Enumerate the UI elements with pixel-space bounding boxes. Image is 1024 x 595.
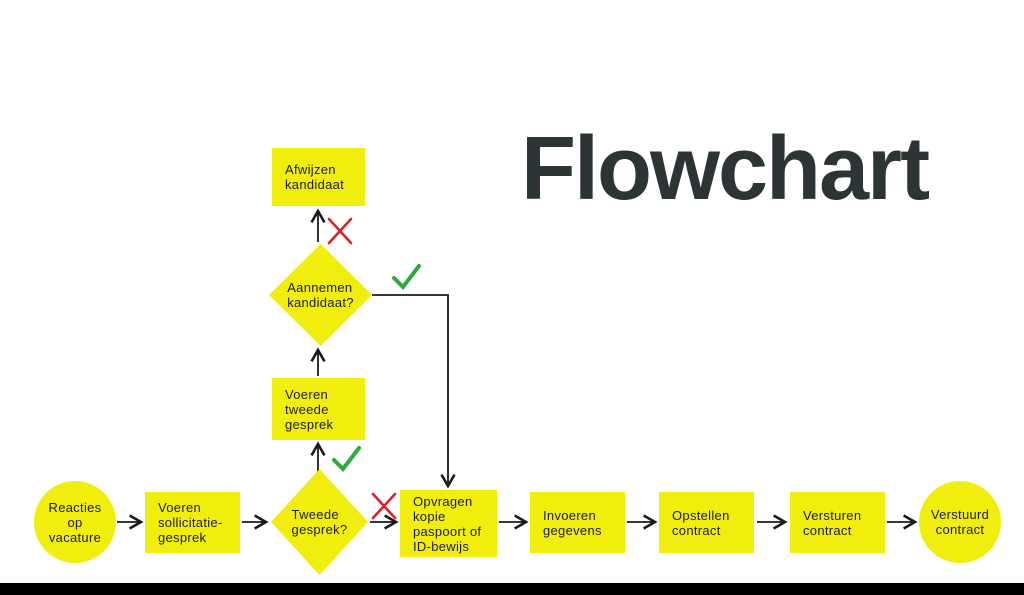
node-opstellen-contract: Opstellen contract <box>659 492 754 553</box>
cross-icon <box>371 492 397 520</box>
cross-icon <box>327 217 353 245</box>
node-voeren-tweede-gesprek: Voeren tweede gesprek <box>272 378 365 440</box>
node-label: Opstellen contract <box>672 507 730 538</box>
check-icon <box>392 264 421 291</box>
node-invoeren-gegevens: Invoeren gegevens <box>530 492 625 553</box>
node-label: Voeren sollicitatie- gesprek <box>158 500 223 545</box>
node-label: Opvragen kopie paspoort of ID-bewijs <box>413 493 482 554</box>
footer-bar <box>0 583 1024 595</box>
check-icon <box>332 446 361 473</box>
node-label: Voeren tweede gesprek <box>285 386 334 432</box>
node-tweede-gesprek: Tweede gesprek? <box>271 469 368 575</box>
node-label: Verstuurd contract <box>930 507 990 537</box>
node-aannemen-kandidaat: Aannemen kandidaat? <box>269 244 372 346</box>
node-label: Aannemen kandidaat? <box>287 280 354 310</box>
node-label: Tweede gesprek? <box>291 507 348 537</box>
node-reacties-op-vacature: Reacties op vacature <box>34 481 116 563</box>
node-verstuurd-contract: Verstuurd contract <box>919 481 1001 563</box>
node-label: Versturen contract <box>803 507 862 538</box>
node-voeren-sollicitatiegesprek: Voeren sollicitatie- gesprek <box>145 492 240 553</box>
node-opvragen-kopie-id: Opvragen kopie paspoort of ID-bewijs <box>400 490 497 557</box>
node-afwijzen-kandidaat: Afwijzen kandidaat <box>272 148 365 206</box>
node-versturen-contract: Versturen contract <box>790 492 885 553</box>
connector-aannemen-yes-elbow <box>372 294 456 489</box>
node-label: Invoeren gegevens <box>543 507 602 538</box>
node-label: Afwijzen kandidaat <box>285 162 345 192</box>
page-title: Flowchart <box>521 119 930 219</box>
node-label: Reacties op vacature <box>48 499 102 545</box>
